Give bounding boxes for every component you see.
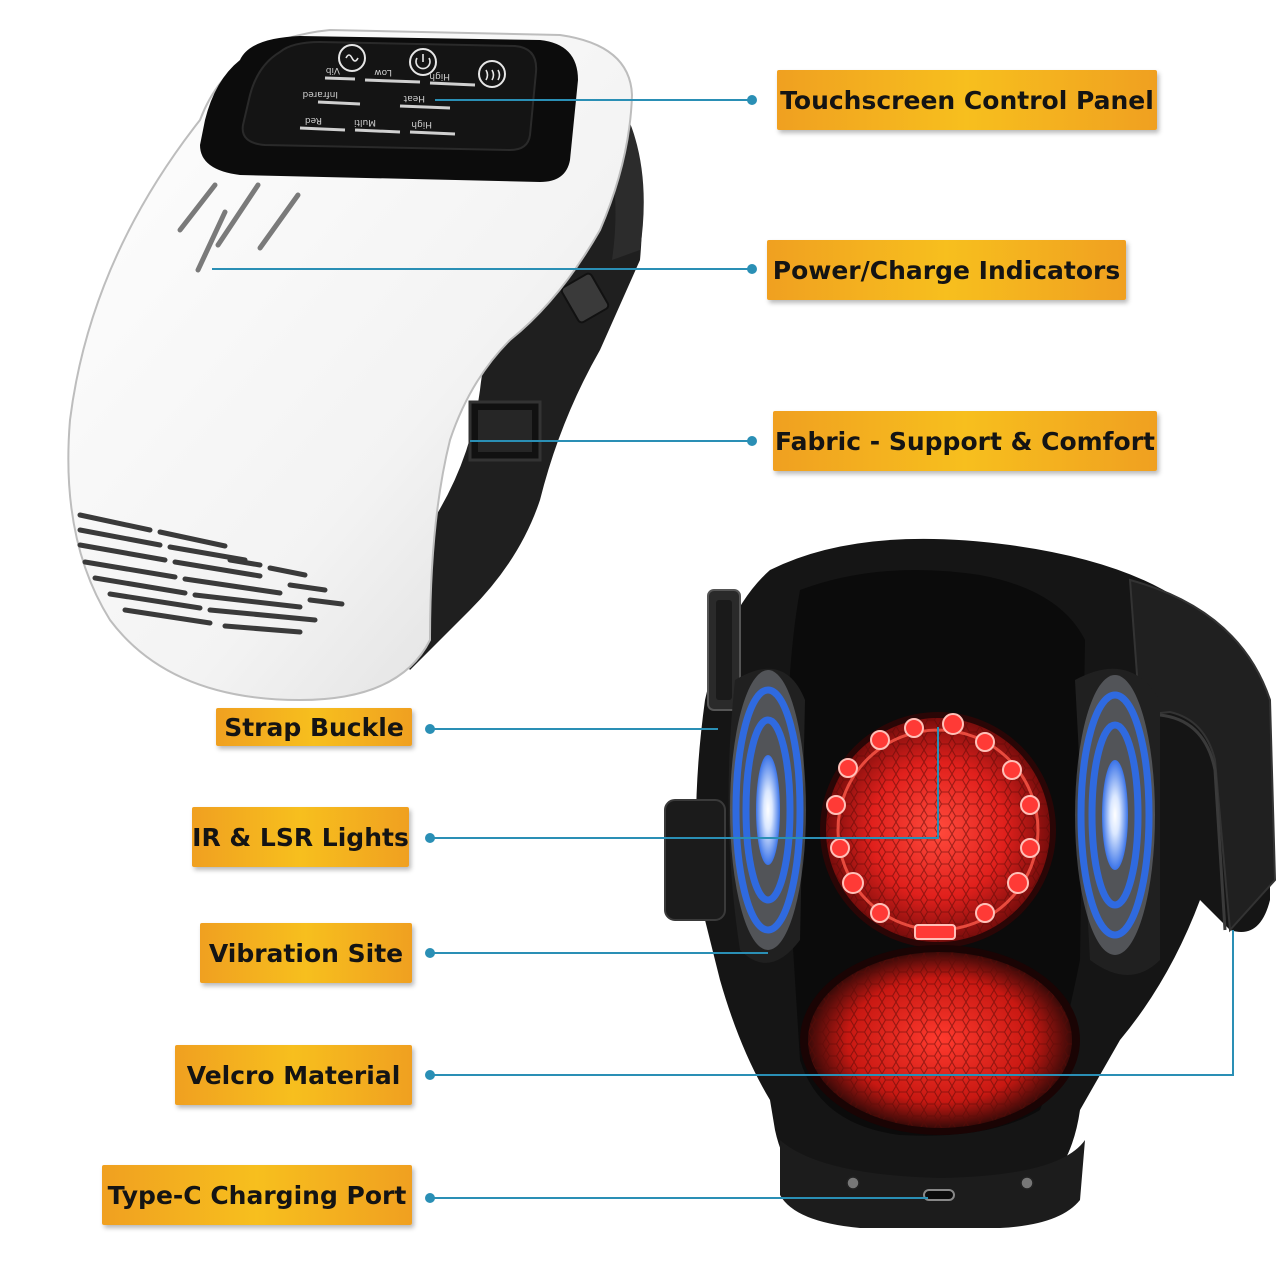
panel-text-high: High bbox=[429, 71, 450, 81]
leader-velcro bbox=[430, 930, 1234, 1076]
leader-ir bbox=[430, 727, 939, 839]
knee-device-front: Vib Low High Infrared Heat Red Multi Hig… bbox=[67, 28, 644, 702]
label-vibration-site: Vibration Site bbox=[200, 923, 412, 983]
panel-text-red: Red bbox=[305, 115, 322, 125]
lower-red-pad bbox=[800, 945, 1080, 1135]
label-power-charge-indicators: Power/Charge Indicators bbox=[767, 240, 1126, 300]
panel-indicator-bars: Vib Low High Infrared Heat Red Multi Hig… bbox=[299, 65, 476, 136]
label-velcro-material: Velcro Material bbox=[175, 1045, 412, 1105]
panel-text-high-2: High bbox=[411, 119, 432, 129]
vibration-site-right bbox=[1075, 675, 1155, 955]
label-type-c-charging-port: Type-C Charging Port bbox=[102, 1165, 412, 1225]
control-panel-screen bbox=[241, 40, 538, 152]
panel-text-heat: Heat bbox=[403, 93, 425, 103]
power-button-icon bbox=[409, 48, 437, 76]
led-diodes bbox=[826, 713, 1040, 923]
screw-left bbox=[846, 1176, 860, 1190]
leader-dots bbox=[425, 95, 757, 1203]
white-shell bbox=[67, 28, 634, 702]
label-fabric-support-comfort: Fabric - Support & Comfort bbox=[773, 411, 1157, 471]
knee-device-inside bbox=[664, 538, 1277, 1228]
screw-right bbox=[1020, 1176, 1034, 1190]
bottom-bezel bbox=[780, 1140, 1085, 1228]
power-indicator-slots bbox=[177, 182, 301, 273]
left-side-pad bbox=[664, 799, 726, 921]
heat-button-icon bbox=[478, 60, 506, 88]
type-c-port bbox=[923, 1189, 955, 1201]
label-ir-lsr-lights: IR & LSR Lights bbox=[192, 807, 409, 867]
panel-text-infrared: Infrared bbox=[303, 89, 339, 99]
label-touchscreen-control-panel: Touchscreen Control Panel bbox=[777, 70, 1157, 130]
panel-text-vib: Vib bbox=[326, 65, 340, 75]
panel-icons bbox=[338, 44, 506, 88]
side-buckle bbox=[560, 272, 610, 324]
right-strap bbox=[1128, 578, 1277, 933]
panel-text-low: Low bbox=[374, 67, 392, 77]
vibration-button-icon bbox=[338, 44, 366, 72]
leader-lines bbox=[212, 99, 1234, 1199]
panel-text-multi: Multi bbox=[354, 117, 376, 127]
vent-grille bbox=[77, 512, 345, 635]
label-strap-buckle: Strap Buckle bbox=[216, 708, 412, 746]
vibration-site-left bbox=[730, 670, 806, 950]
